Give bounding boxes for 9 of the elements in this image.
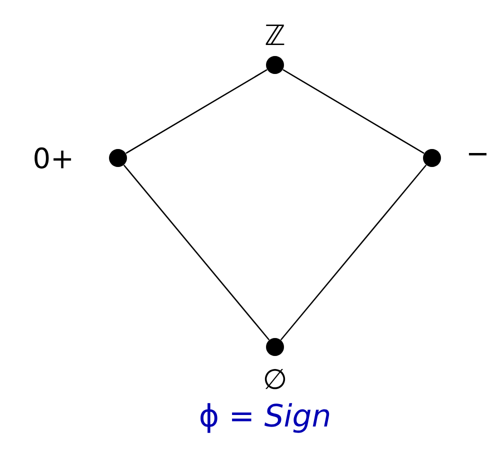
line [280, 164, 427, 340]
node-label: ∅ [264, 368, 286, 390]
line [282, 69, 424, 154]
caption: ϕ = Sign [200, 403, 330, 433]
node-label: ℤ [266, 24, 284, 46]
line [126, 69, 268, 154]
node-label: 0+ [34, 147, 72, 169]
node-label: − [468, 153, 486, 156]
line [123, 164, 270, 340]
